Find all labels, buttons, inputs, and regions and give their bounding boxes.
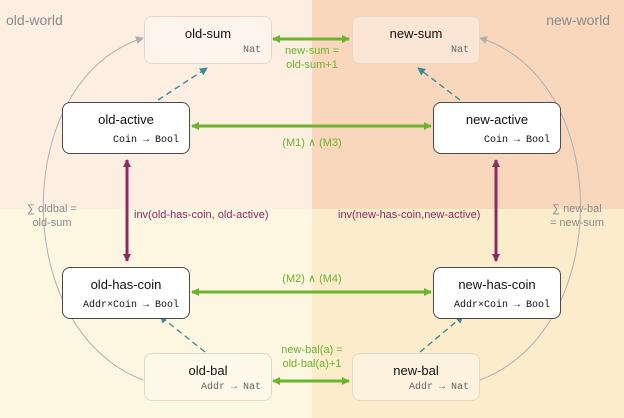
old-bal-to-old-has-coin-arrow bbox=[159, 315, 206, 353]
new-invariant-label: inv(new-has-coin,new-active) bbox=[338, 209, 481, 221]
old-active-to-old-sum-arrow bbox=[157, 67, 208, 101]
old-sum-box: old-sum Nat bbox=[144, 16, 272, 64]
new-world-sum-arc bbox=[479, 36, 581, 381]
new-bal-name: new-bal bbox=[393, 363, 439, 378]
new-active-type: Coin → Bool bbox=[483, 135, 550, 146]
new-bal-to-new-has-coin-arrow bbox=[419, 315, 464, 353]
bal-relation-label: new-bal(a) = old-bal(a)+1 bbox=[262, 343, 362, 371]
sum-relation-line-2: old-sum+1 bbox=[286, 59, 338, 71]
new-has-coin-type: Addr×Coin → Bool bbox=[453, 300, 550, 311]
bal-relation-line-2: old-bal(a)+1 bbox=[282, 358, 342, 370]
old-has-coin-type: Addr×Coin → Bool bbox=[82, 300, 179, 311]
new-sum-name: new-sum bbox=[389, 26, 443, 41]
old-sum-note: ∑ oldbal = old-sum bbox=[20, 202, 84, 230]
old-sum-note-line-2: old-sum bbox=[32, 217, 72, 229]
old-has-coin-name: old-has-coin bbox=[90, 277, 162, 292]
old-bal-box: old-bal Addr → Nat bbox=[144, 353, 272, 401]
sum-relation-label: new-sum = old-sum+1 bbox=[272, 44, 352, 72]
new-has-coin-box: new-has-coin Addr×Coin → Bool bbox=[433, 267, 561, 319]
new-sum-note-line-2: = new-sum bbox=[549, 217, 605, 229]
active-relation-label: (M1) ∧ (M3) bbox=[282, 137, 342, 149]
new-bal-box: new-bal Addr → Nat bbox=[352, 353, 480, 401]
old-world-label: old-world bbox=[6, 12, 63, 28]
old-world-sum-arc bbox=[42, 36, 144, 381]
new-bal-type: Addr → Nat bbox=[408, 382, 469, 393]
new-active-box: new-active Coin → Bool bbox=[433, 102, 561, 154]
old-sum-name: old-sum bbox=[184, 26, 232, 41]
old-sum-note-line-1: ∑ oldbal = bbox=[27, 203, 77, 215]
new-sum-type: Nat bbox=[450, 45, 469, 56]
has-coin-relation-label: (M2) ∧ (M4) bbox=[282, 273, 342, 285]
old-bal-type: Addr → Nat bbox=[200, 382, 261, 393]
old-invariant-label: inv(old-has-coin, old-active) bbox=[134, 209, 269, 221]
bal-relation-line-1: new-bal(a) = bbox=[281, 344, 343, 356]
old-active-type: Coin → Bool bbox=[112, 135, 179, 146]
new-sum-note: ∑ new-bal = new-sum bbox=[542, 202, 612, 230]
new-world-label: new-world bbox=[546, 12, 610, 28]
old-bal-name: old-bal bbox=[188, 363, 228, 378]
new-active-to-new-sum-arrow bbox=[417, 67, 461, 101]
new-sum-box: new-sum Nat bbox=[352, 16, 480, 64]
new-sum-note-line-1: ∑ new-bal bbox=[552, 203, 602, 215]
old-active-box: old-active Coin → Bool bbox=[62, 102, 190, 154]
sum-relation-line-1: new-sum = bbox=[284, 45, 340, 57]
new-has-coin-name: new-has-coin bbox=[458, 277, 536, 292]
old-has-coin-box: old-has-coin Addr×Coin → Bool bbox=[62, 267, 190, 319]
old-sum-type: Nat bbox=[242, 45, 261, 56]
new-active-name: new-active bbox=[465, 112, 529, 127]
old-active-name: old-active bbox=[98, 112, 154, 127]
